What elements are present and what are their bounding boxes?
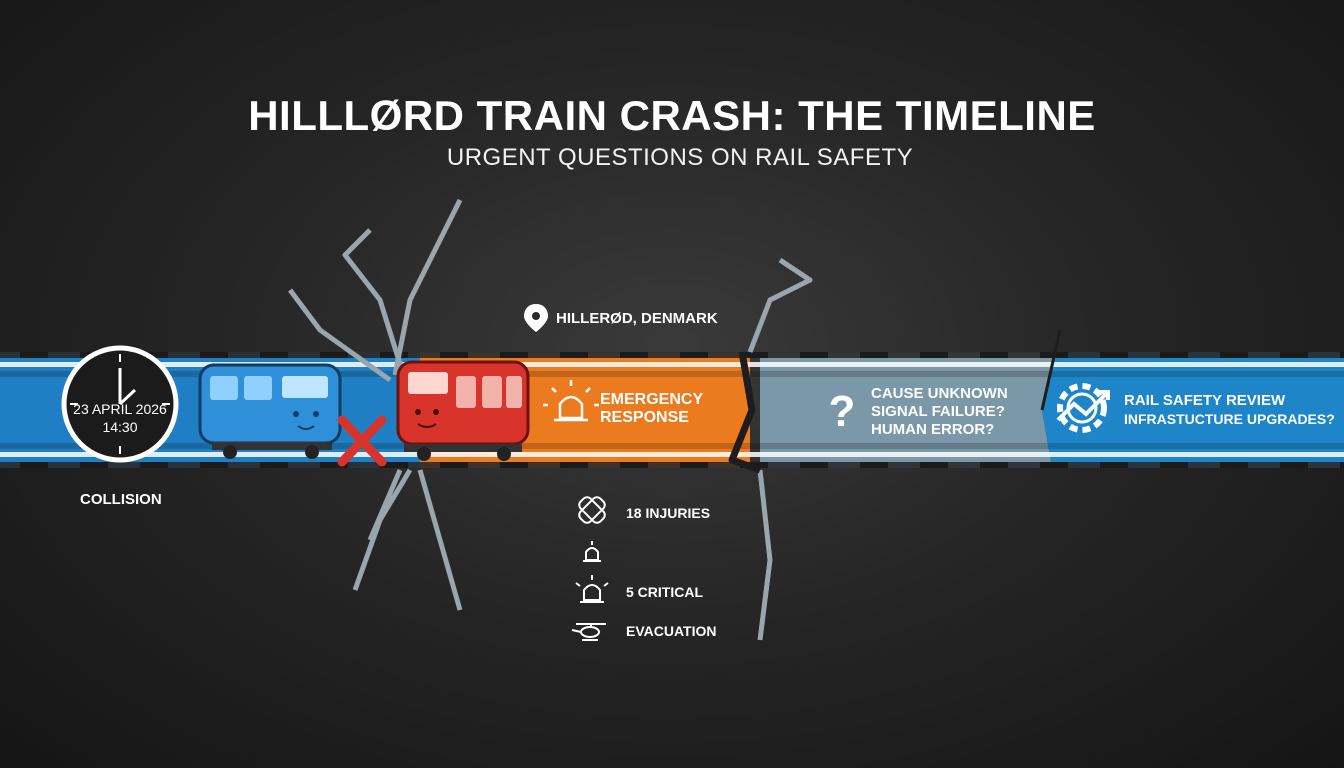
rail-tie-top	[380, 352, 408, 358]
question-icon: ?	[829, 387, 856, 436]
rail-tie-bottom	[620, 462, 648, 468]
rail-tie-bottom	[320, 462, 348, 468]
cause-line-1: CAUSE UNKNOWN	[871, 385, 1008, 402]
rail-tie-bottom	[140, 462, 168, 468]
review-line-2: INFRASTUCTURE UPGRADES?	[1124, 411, 1335, 427]
helicopter-icon	[571, 623, 606, 641]
stat-critical: 5 CRITICAL	[626, 584, 703, 600]
rail-tie-bottom	[200, 462, 228, 468]
bandage-icon	[578, 496, 606, 524]
emergency-line-1: EMERGENCY	[600, 391, 704, 408]
rail-tie-top	[920, 352, 948, 358]
band-segment-review	[1042, 352, 1344, 468]
rail-tie-bottom	[440, 462, 468, 468]
clock-icon	[61, 345, 179, 463]
gear-chart-icon	[1056, 383, 1110, 433]
crack-lines	[288, 198, 1062, 641]
rail-tie-top	[500, 352, 528, 358]
review-label: RAIL SAFETY REVIEW INFRASTUCTURE UPGRADE…	[1124, 392, 1335, 428]
emergency-line-2: RESPONSE	[600, 409, 689, 426]
rail-tie-top	[740, 352, 768, 358]
rail-tie-top	[620, 352, 648, 358]
rail-tie-top	[440, 352, 468, 358]
rail-tie-bottom	[380, 462, 408, 468]
rail-tie-bottom	[80, 462, 108, 468]
siren-icon-2	[575, 575, 609, 603]
rail-tie-top	[260, 352, 288, 358]
rail-tie-top	[320, 352, 348, 358]
rail-tie-bottom	[680, 462, 708, 468]
rail-tie-top	[680, 352, 708, 358]
clock-date: 23 APRIL 2026	[73, 401, 167, 417]
stat-injuries: 18 INJURIES	[626, 505, 711, 521]
stat-evacuation: EVACUATION	[626, 623, 717, 639]
map-pin-icon	[524, 304, 548, 332]
cause-label: CAUSE UNKNOWN SIGNAL FAILURE? HUMAN ERRO…	[871, 385, 1008, 439]
rail-tie-top	[1340, 352, 1344, 358]
rail-tie-top	[860, 352, 888, 358]
rail-tie-top	[800, 352, 828, 358]
emergency-label: EMERGENCY RESPONSE	[600, 391, 703, 427]
rail-tie-top	[560, 352, 588, 358]
rail-tie-bottom	[1040, 462, 1068, 468]
rail-tie-top	[200, 352, 228, 358]
rail-tie-top	[1160, 352, 1188, 358]
rail-tie-top	[1220, 352, 1248, 358]
rail-tie-top	[1100, 352, 1128, 358]
page-title: HILLLØRD TRAIN CRASH: THE TIMELINE	[248, 92, 1096, 139]
collision-label: COLLISION	[80, 491, 162, 508]
rail-tie-bottom	[1280, 462, 1308, 468]
band-segment-cause	[760, 352, 1055, 468]
timeline-band	[0, 352, 1344, 468]
rail-tie-top	[140, 352, 168, 358]
blue-train-icon	[198, 363, 342, 459]
rail-tie-bottom	[1340, 462, 1344, 468]
rail-tie-bottom	[260, 462, 288, 468]
rail-tie-bottom	[500, 462, 528, 468]
rail-tie-bottom	[1160, 462, 1188, 468]
cause-line-2: SIGNAL FAILURE?	[871, 403, 1005, 420]
rail-tie-bottom	[920, 462, 948, 468]
location-label: HILLERØD, DENMARK	[556, 310, 718, 327]
rail-tie-bottom	[20, 462, 48, 468]
rail-tie-bottom	[1100, 462, 1128, 468]
siren-small-icon	[583, 541, 601, 562]
rail-tie-top	[1280, 352, 1308, 358]
rail-tie-bottom	[860, 462, 888, 468]
rail-tie-bottom	[980, 462, 1008, 468]
clock-time: 14:30	[102, 419, 138, 435]
cause-line-3: HUMAN ERROR?	[871, 421, 995, 438]
page-subtitle: URGENT QUESTIONS ON RAIL SAFETY	[446, 144, 914, 171]
rail-tie-bottom	[800, 462, 828, 468]
red-train-icon	[396, 360, 530, 461]
collision-x-icon	[337, 415, 387, 467]
rail-tie-bottom	[1220, 462, 1248, 468]
siren-icon	[543, 380, 599, 422]
review-line-1: RAIL SAFETY REVIEW	[1124, 392, 1286, 409]
rail-tie-top	[980, 352, 1008, 358]
rail-tie-top	[20, 352, 48, 358]
rail-tie-bottom	[560, 462, 588, 468]
